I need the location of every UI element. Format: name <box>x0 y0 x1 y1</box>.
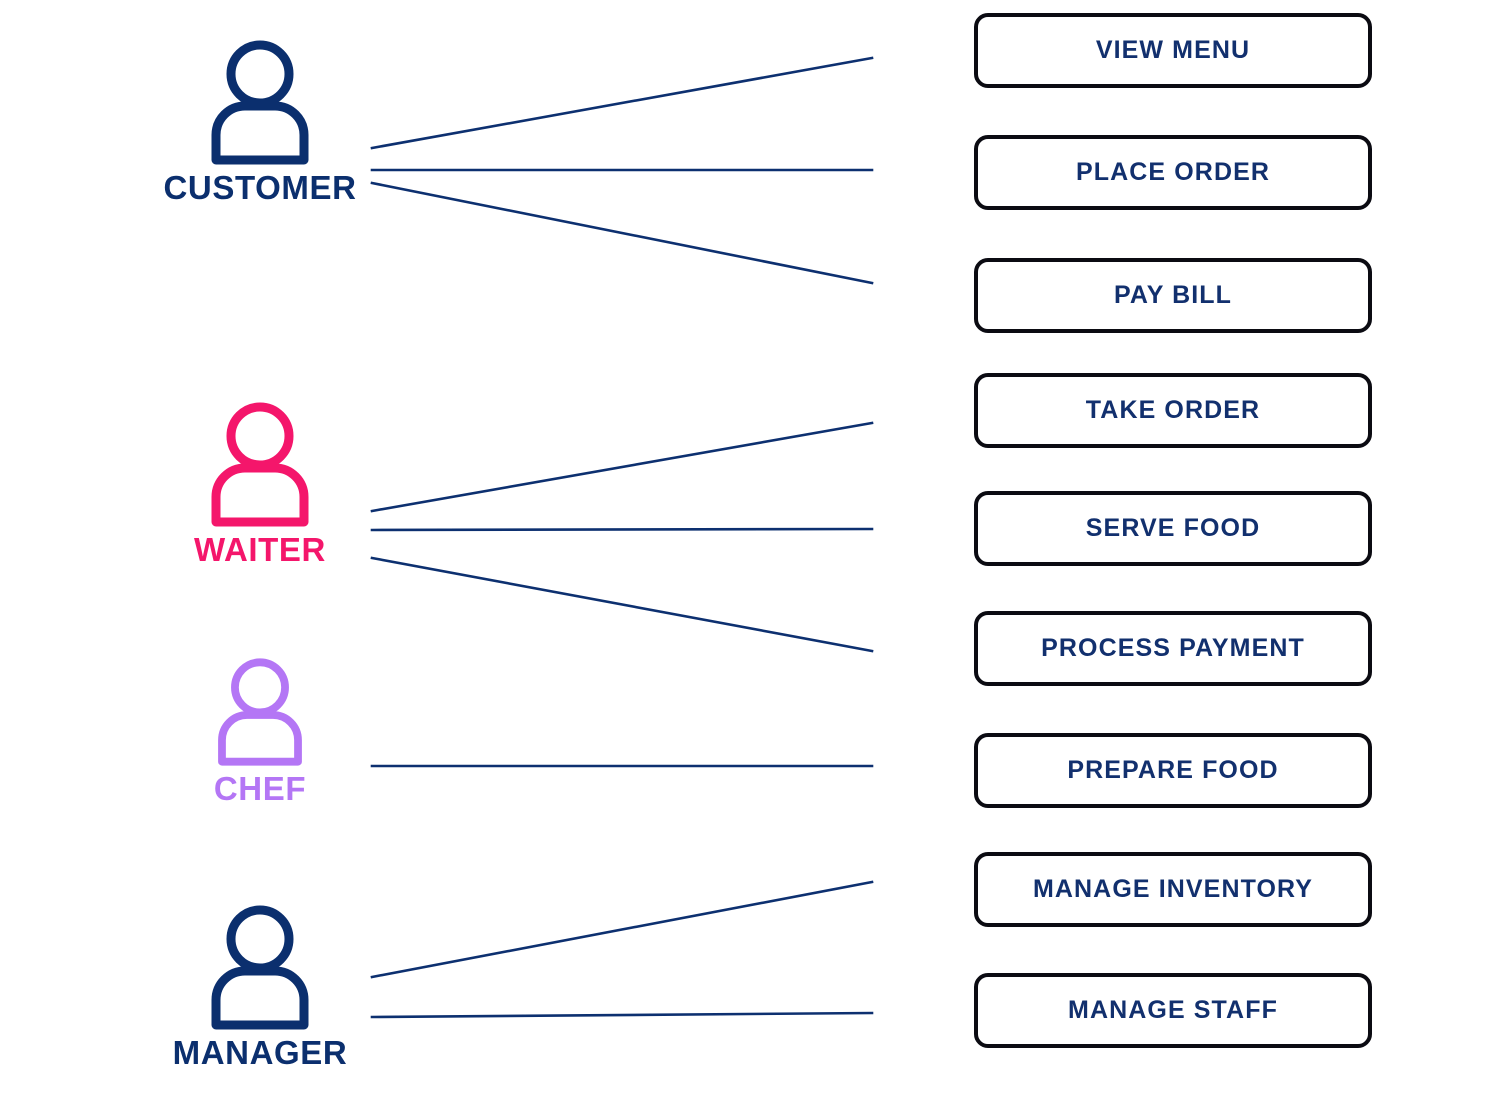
usecase-manage-staff[interactable]: MANAGE STAFF <box>974 973 1372 1048</box>
actor-chef[interactable]: CHEF <box>110 658 410 805</box>
actor-label-manager: MANAGER <box>172 1034 348 1071</box>
association-line-customer-pay-bill <box>370 181 874 285</box>
usecase-label: TAKE ORDER <box>1085 396 1261 424</box>
person-icon <box>211 40 309 165</box>
actor-manager[interactable]: MANAGER <box>110 905 410 1069</box>
usecase-process-payment[interactable]: PROCESS PAYMENT <box>974 611 1372 686</box>
association-line-waiter-serve-food <box>370 527 874 532</box>
usecase-label: PAY BILL <box>1113 281 1233 309</box>
actor-label-waiter: WAITER <box>194 531 326 568</box>
usecase-serve-food[interactable]: SERVE FOOD <box>974 491 1372 566</box>
usecase-label: VIEW MENU <box>1095 36 1251 64</box>
actor-label-customer: CUSTOMER <box>163 169 357 206</box>
usecase-label: MANAGE INVENTORY <box>1032 875 1314 903</box>
association-line-waiter-process-payment <box>370 556 874 653</box>
association-line-waiter-take-order <box>370 421 874 513</box>
actor-waiter[interactable]: WAITER <box>110 402 410 566</box>
usecase-prepare-food[interactable]: PREPARE FOOD <box>974 733 1372 808</box>
usecase-manage-inventory[interactable]: MANAGE INVENTORY <box>974 852 1372 927</box>
usecase-pay-bill[interactable]: PAY BILL <box>974 258 1372 333</box>
person-icon <box>211 402 309 527</box>
association-line-manager-manage-staff <box>370 1011 874 1019</box>
person-icon <box>211 905 309 1030</box>
usecase-label: PREPARE FOOD <box>1067 756 1279 784</box>
usecase-place-order[interactable]: PLACE ORDER <box>974 135 1372 210</box>
actor-customer[interactable]: CUSTOMER <box>110 40 410 204</box>
person-icon <box>218 658 302 766</box>
usecase-view-menu[interactable]: VIEW MENU <box>974 13 1372 88</box>
usecase-take-order[interactable]: TAKE ORDER <box>974 373 1372 448</box>
usecase-label: PROCESS PAYMENT <box>1041 634 1305 662</box>
actor-label-chef: CHEF <box>213 770 307 807</box>
usecase-label: PLACE ORDER <box>1075 158 1271 186</box>
association-line-manager-manage-inventory <box>370 880 874 979</box>
usecase-label: MANAGE STAFF <box>1068 996 1278 1024</box>
usecase-label: SERVE FOOD <box>1085 514 1261 542</box>
association-line-customer-view-menu <box>370 56 874 150</box>
